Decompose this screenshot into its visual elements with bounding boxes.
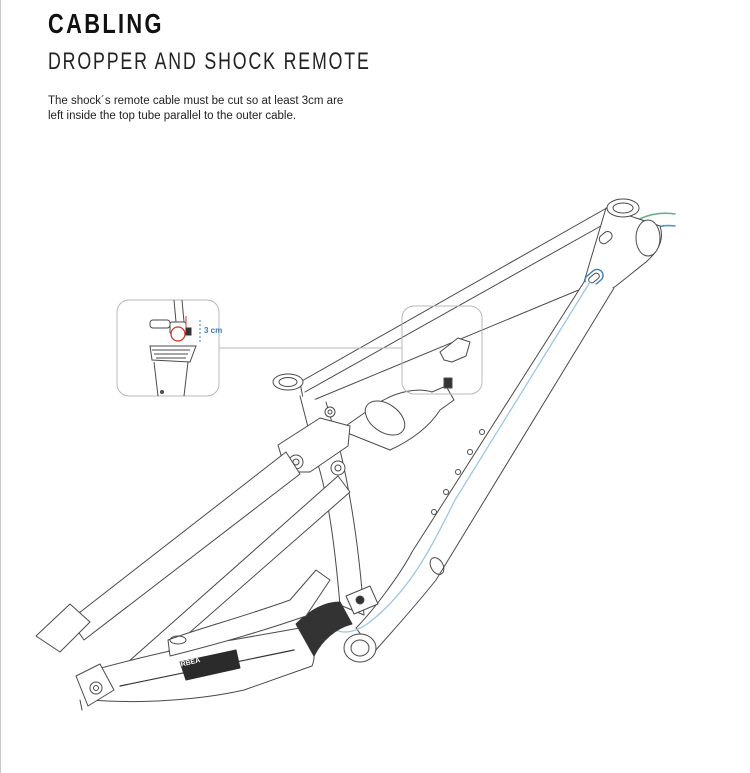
shock-remote-lever	[439, 337, 471, 389]
instruction-line-1: The shock´s remote cable must be cut so …	[48, 95, 344, 107]
top-tube-callout-frame	[401, 305, 483, 395]
measurement-label: 3 cm	[204, 326, 222, 335]
rear-dropout	[75, 663, 115, 711]
page-subtitle: DROPPER AND SHOCK REMOTE	[48, 48, 371, 75]
cable-port-upper	[598, 231, 613, 245]
chain-stay: ORBEA	[85, 601, 353, 703]
head-tube	[583, 198, 662, 291]
chainstay-yoke	[167, 569, 331, 657]
instruction-text: The shock´s remote cable must be cut so …	[48, 94, 368, 124]
page-title: CABLING	[48, 8, 164, 39]
seatpost-detail-callout: 3 cm	[116, 299, 222, 397]
top-tube	[299, 204, 647, 405]
bottom-bracket	[343, 585, 379, 663]
instruction-line-2: left inside the top tube parallel to the…	[48, 110, 297, 122]
rear-shock	[324, 385, 455, 451]
seat-stay	[35, 451, 301, 653]
page-margin-rule	[0, 0, 1, 773]
